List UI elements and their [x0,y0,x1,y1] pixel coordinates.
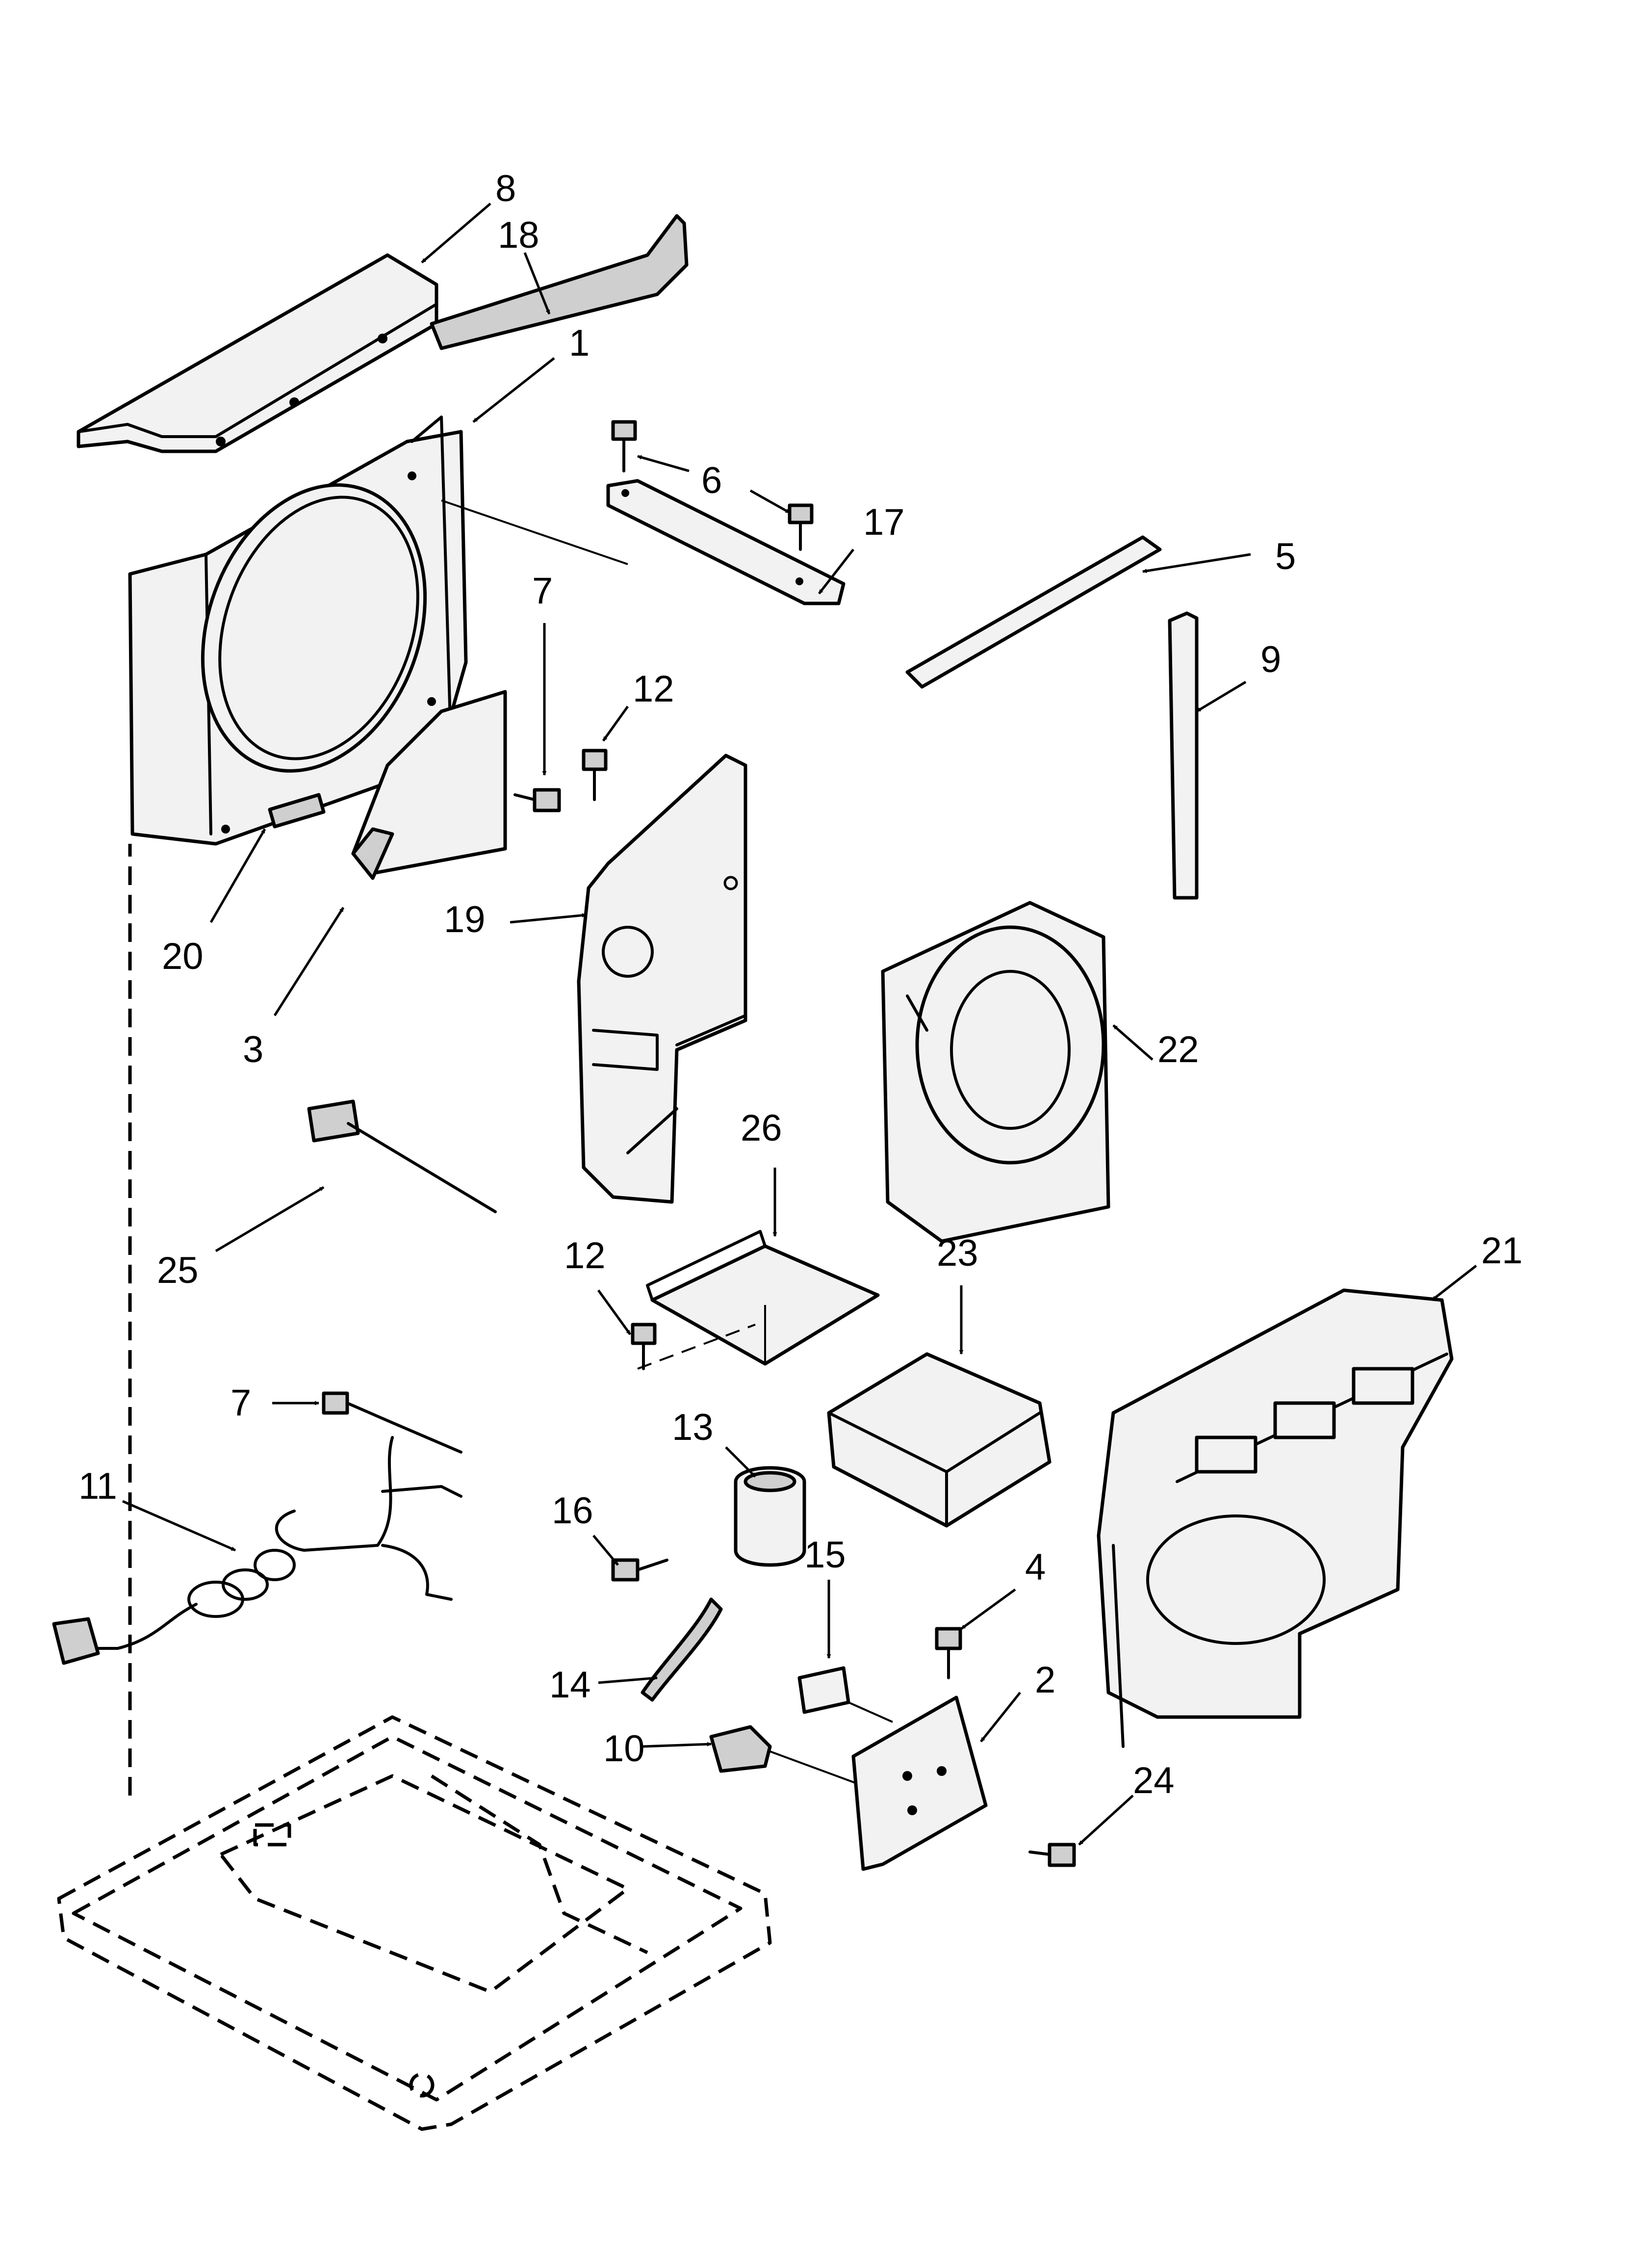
part-26-control-bracket [637,1230,880,1370]
part-1-condenser-shroud [128,416,628,846]
part-9-strip [1168,611,1199,900]
callout-12-lower: 12 [564,1235,606,1277]
part-15-switch [797,1666,893,1723]
callout-15: 15 [804,1534,846,1576]
callout-17: 17 [863,501,905,543]
part-12-screw-lower [631,1323,657,1370]
callout-7-upper: 7 [532,570,553,612]
callout-18: 18 [498,214,539,256]
callout-5: 5 [1275,536,1296,577]
part-11-power-cord [52,1436,462,1665]
callout-2: 2 [1035,1659,1055,1701]
part-7-screw-lower [322,1391,462,1454]
callout-23: 23 [937,1232,978,1274]
part-16-screw [611,1558,668,1582]
callout-25: 25 [157,1250,199,1291]
part-12-screw-upper [582,749,608,801]
callout-11: 11 [78,1465,117,1507]
part-4-screw [935,1627,962,1679]
callout-3: 3 [243,1029,263,1070]
part-6-screws [611,420,814,551]
callout-20: 20 [162,936,204,977]
callout-19: 19 [444,899,486,940]
part-7-screw-upper [513,788,561,812]
part-10-switch [709,1725,864,1787]
part-14-tube [641,1597,723,1702]
part-19-motor-bracket [577,754,747,1204]
callout-10: 10 [603,1728,645,1770]
callout-1: 1 [569,322,590,364]
callout-21: 21 [1481,1230,1523,1272]
callout-9: 9 [1260,639,1281,680]
part-21-front-housing [1097,1288,1454,1748]
part-25-thermistor [307,1099,497,1213]
part-13-capacitor [734,1466,806,1567]
callout-24: 24 [1133,1760,1175,1801]
callout-7-lower: 7 [231,1382,251,1424]
part-24-screw [1028,1843,1076,1867]
part-17-bracket [606,479,846,605]
callout-6: 6 [701,460,722,501]
callout-12-upper: 12 [633,668,674,710]
part-8-top-channel [77,253,438,453]
part-5-strip [905,535,1162,689]
part-18-foam-strip [430,214,689,350]
callout-labels: 8 18 1 6 17 5 9 7 12 20 19 3 22 26 25 12… [78,168,1523,1801]
callout-13: 13 [672,1407,714,1448]
callout-4: 4 [1025,1546,1046,1588]
part-23-control-box [827,1352,1052,1528]
callout-22: 22 [1157,1029,1199,1070]
callout-8: 8 [495,168,516,209]
callout-16: 16 [552,1490,593,1532]
callout-14: 14 [549,1664,591,1706]
callout-26: 26 [741,1107,782,1149]
part-2-control-panel [851,1695,988,1871]
part-20-foam-block [268,793,326,829]
base-pan [57,844,772,2131]
part-22-blower-housing [881,901,1110,1243]
part-3-baffle [351,690,507,880]
leader-lines [122,203,1477,1846]
